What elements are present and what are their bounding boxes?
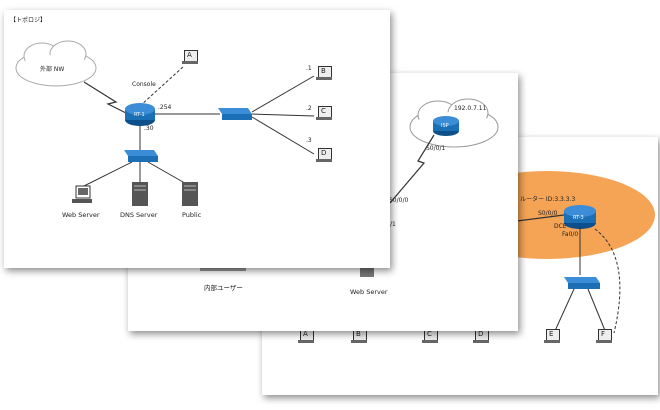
public-server-icon [182,182,198,206]
dce-label: DCE [554,223,567,230]
ip-2-label: .2 [306,105,312,112]
sheet3-host-a: A [298,329,314,345]
s000-label-sheet3: S0/0/0 [538,210,558,217]
ip-3-label: .3 [306,137,312,144]
rt3-router-icon [564,205,596,229]
sheet1-switch-right-icon [218,108,252,120]
sheet1-host-d: D [316,148,332,164]
web-server-icon [72,185,92,203]
users-label: 内部ユーザー [204,284,243,292]
external-network-cloud-icon [15,40,97,87]
sheet3-host-f: F [596,329,612,345]
sheet1-host-b: B [316,66,332,82]
public-label: Public [182,211,202,219]
topology-sheet-1: 【トポロジ】 外部 NW Console RT-1 .254 .30 .1 .2… [4,10,390,268]
sheet1-switch-lower-icon [124,150,158,162]
sheet3-host-b: B [351,329,367,345]
rt1-ip-30-label: .30 [144,125,154,132]
sheet-1-drawing [15,40,315,206]
console-label: Console [132,81,156,88]
external-nw-label: 外部 NW [40,66,65,73]
rt1-router-icon [125,103,155,126]
rt3-label: RT-3 [573,215,584,221]
sheet-2-drawing [200,98,499,277]
web-server-label: Web Server [62,211,100,219]
sheet2-web-server-label: Web Server [350,288,388,296]
sheet3-host-d: D [473,329,489,345]
isp-router-icon [433,116,459,136]
isp-label: ISP [441,123,449,129]
ip-1-label: .1 [306,65,312,72]
isp-ip-label: 192.0.7.11 [454,105,487,112]
sheet2-web-server-icon [360,265,374,277]
rt1-label: RT-1 [134,112,145,118]
sheet3-switch-icon [564,277,600,289]
dns-server-icon [132,182,148,206]
dns-server-label: DNS Server [120,211,158,219]
router-id-label: ルーター ID:3.3.3.3 [520,196,576,203]
if-1-label: /1 [390,221,396,228]
s000-label-sheet2: S0/0/0 [389,197,409,204]
sheet3-host-c: C [422,329,438,345]
topology-title: 【トポロジ】 [10,17,47,24]
sheet1-host-a: A [182,50,198,66]
fa00-label: Fa0/0 [562,231,579,238]
rt1-ip-254-label: .254 [158,104,172,111]
sheet3-host-e: E [544,329,560,345]
isp-if-label: S0/0/1 [426,145,446,152]
sheet1-host-c: C [316,106,332,122]
